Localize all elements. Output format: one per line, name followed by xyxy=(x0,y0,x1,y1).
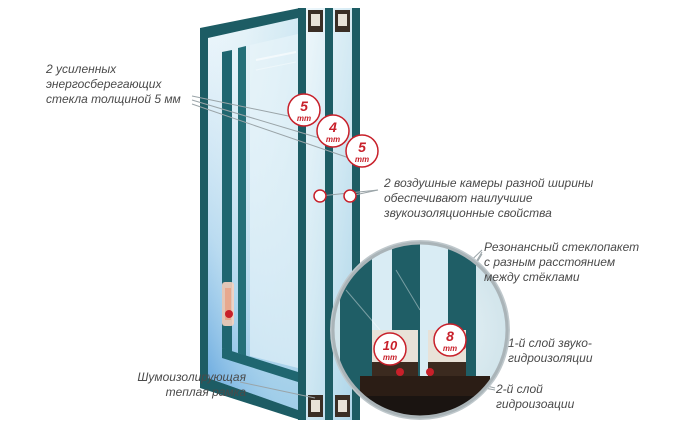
magnifier-lens xyxy=(330,240,510,420)
badge-glass-middle: 4 mm xyxy=(316,114,350,148)
resonance-note-label: Резонансный стеклопакет с разным расстоя… xyxy=(484,240,640,284)
frame-note-label: Шумоизолирующая теплая рамка xyxy=(137,370,246,399)
layer2-dot-2 xyxy=(426,368,434,376)
badge-gap-narrow-value: 8 xyxy=(446,328,454,344)
thermal-frame-dot xyxy=(225,310,233,318)
badge-glass-outer-value: 5 xyxy=(300,98,308,114)
badge-glass-outer-unit: mm xyxy=(297,114,311,123)
glass-note-label: 2 усиленных энергосберегающих стекла тол… xyxy=(46,62,181,106)
layer1-note-label: 1-й слой звуко- гидроизоляции xyxy=(508,336,593,365)
air-chambers-note-label: 2 воздушные камеры разной ширины обеспеч… xyxy=(384,176,594,220)
badge-glass-inner-unit: mm xyxy=(355,155,369,164)
badge-glass-inner: 5 mm xyxy=(345,134,379,168)
badge-glass-outer: 5 mm xyxy=(287,93,321,127)
badge-gap-narrow: 8 mm xyxy=(433,323,467,357)
badge-gap-wide-value: 10 xyxy=(383,338,398,353)
layer2-note-label: 2-й слой гидроизоации xyxy=(496,382,575,411)
badge-gap-narrow-unit: mm xyxy=(443,344,457,353)
badge-glass-middle-value: 4 xyxy=(328,119,337,135)
air-chamber-2-dot xyxy=(343,189,357,203)
badge-glass-middle-unit: mm xyxy=(326,135,340,144)
layer2-dot-1 xyxy=(396,368,404,376)
badge-gap-wide-unit: mm xyxy=(383,353,397,362)
badge-glass-inner-value: 5 xyxy=(358,139,366,155)
badge-gap-wide: 10 mm xyxy=(373,332,407,366)
air-chamber-1-dot xyxy=(313,189,327,203)
